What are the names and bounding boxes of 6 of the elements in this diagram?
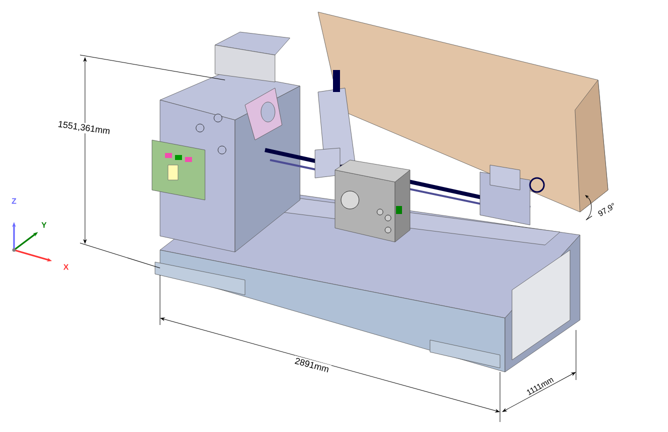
axis-label: X bbox=[63, 264, 69, 270]
axis-label: Y bbox=[41, 222, 47, 228]
dimension-label: 2891mm bbox=[292, 356, 332, 374]
dimension-label: 1551,361mm bbox=[56, 118, 112, 138]
dimension-label: 97,9° bbox=[598, 203, 614, 216]
axis-label: Z bbox=[12, 198, 16, 204]
